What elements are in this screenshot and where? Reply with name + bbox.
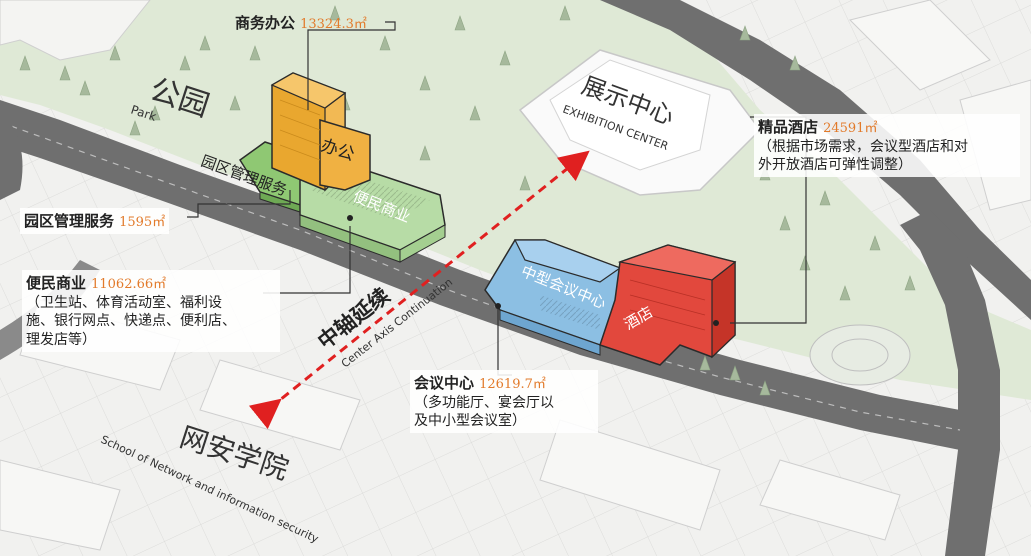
leader-dot-conference <box>495 303 501 309</box>
callout-conference-desc-2: 及中小型会议室） <box>414 413 526 430</box>
south-building-block-3 <box>539 419 721 531</box>
leader-lines <box>187 21 807 376</box>
round-plaza-inner <box>831 338 889 372</box>
callout-hotel-area: 24591㎡ <box>823 121 878 136</box>
callout-hotel-name: 精品酒店 <box>758 118 819 136</box>
callout-retail-desc-3: 理发店等） <box>26 332 96 349</box>
callout-retail-name: 便民商业 <box>26 274 87 292</box>
callout-hotel: 精品酒店 24591㎡ （根据市场需求，会议型酒店和对 外开放酒店可弹性调整） <box>754 114 1020 178</box>
leader-dot-hotel <box>713 320 719 326</box>
callout-retail-desc-2: 施、银行网点、快递点、便利店、 <box>26 313 236 330</box>
south-building-block-4 <box>759 459 901 541</box>
callout-office-area: 13324.3㎡ <box>300 17 367 32</box>
leader-dot-retail <box>347 215 353 221</box>
round-plaza <box>809 324 911 386</box>
callout-park-service: 园区管理服务 1595㎡ <box>20 208 170 234</box>
callout-conference-name: 会议中心 <box>414 374 475 392</box>
south-building-block-5 <box>0 459 121 551</box>
callout-conference: 会议中心 12619.7㎡ （多功能厅、宴会厅以 及中小型会议室） <box>410 370 598 434</box>
center-axis-arrow <box>248 150 590 430</box>
ring-road-east <box>900 210 1000 556</box>
callout-conference-area: 12619.7㎡ <box>479 377 546 392</box>
west-curve-road <box>0 110 23 200</box>
north-building-block <box>0 0 151 61</box>
callout-office-name: 商务办公 <box>235 14 296 32</box>
callout-park-service-area: 1595㎡ <box>119 215 166 230</box>
callout-retail: 便民商业 11062.66㎡ （卫生站、体育活动室、福利设 施、银行网点、快递点… <box>22 270 280 353</box>
callout-hotel-desc-2: 外开放酒店可弹性调整） <box>758 157 912 174</box>
east-building-block-1 <box>849 0 991 91</box>
exhibition-center-roof <box>549 59 711 171</box>
hotel-building <box>599 244 737 366</box>
callout-hotel-desc-1: （根据市场需求，会议型酒店和对 <box>758 138 968 155</box>
callout-conference-desc-1: （多功能厅、宴会厅以 <box>414 394 554 411</box>
main-road <box>0 100 960 450</box>
callout-park-service-name: 园区管理服务 <box>24 212 115 230</box>
callout-retail-area: 11062.66㎡ <box>91 277 167 292</box>
callout-office: 商务办公 13324.3㎡ <box>235 12 367 34</box>
callout-retail-desc-1: （卫生站、体育活动室、福利设 <box>26 294 222 311</box>
